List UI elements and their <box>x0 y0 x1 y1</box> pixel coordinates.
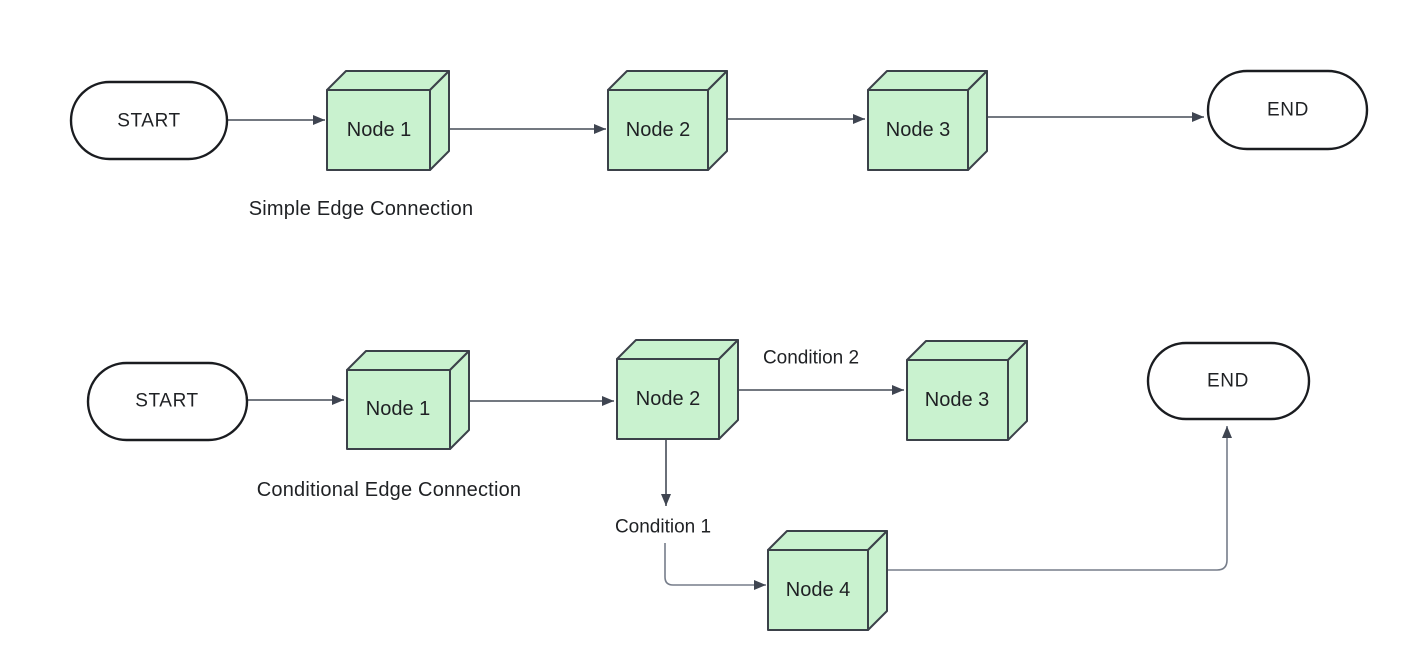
cube-front-face <box>867 89 969 171</box>
edge-node4-to-end <box>887 426 1232 571</box>
diagram-title: Conditional Edge Connection <box>256 479 522 501</box>
node-label: Node 3 <box>885 119 951 141</box>
node3-cube-shape <box>906 340 1028 441</box>
cube-top-face <box>867 70 988 91</box>
end-terminal-label: END <box>1267 99 1309 121</box>
cube-top-face <box>346 350 470 371</box>
cube-top-face <box>767 530 888 551</box>
cube-front-face <box>616 358 720 440</box>
node3-cube-shape <box>867 70 988 171</box>
end-terminal-label: END <box>1207 370 1249 392</box>
node1-cube-shape <box>346 350 470 450</box>
node4-cube-shape <box>767 530 888 631</box>
cube-right-face <box>707 70 728 171</box>
conditional-flow-edges <box>248 385 1232 590</box>
node-label: Node 1 <box>365 398 431 420</box>
diagram-title: Simple Edge Connection <box>248 198 474 220</box>
node2-cube-shape <box>607 70 728 171</box>
cube-right-face <box>429 70 450 171</box>
node2-cube-shape <box>616 339 739 440</box>
edge-condition-label: Condition 2 <box>762 347 860 369</box>
start-terminal-shape <box>86 361 249 442</box>
cube-right-face <box>718 339 739 440</box>
edge-condition-label: Condition 1 <box>614 516 712 538</box>
cube-top-face <box>607 70 728 91</box>
start-terminal-label: START <box>135 390 199 412</box>
cube-top-face <box>616 339 739 360</box>
cube-top-face <box>326 70 450 91</box>
cube-front-face <box>326 89 431 171</box>
conditional-flow-shapes <box>86 339 1311 631</box>
node-label: Node 2 <box>625 119 691 141</box>
node-label: Node 4 <box>785 579 851 601</box>
node1-cube-shape <box>326 70 450 171</box>
cube-top-face <box>906 340 1028 361</box>
cube-front-face <box>346 369 451 450</box>
cube-right-face <box>967 70 988 171</box>
cube-front-face <box>906 359 1009 441</box>
edge-condition1-to-node4 <box>664 543 766 590</box>
cube-right-face <box>867 530 888 631</box>
node-label: Node 1 <box>346 119 412 141</box>
start-terminal-shape <box>69 80 229 161</box>
simple-flow-edges <box>228 112 1204 134</box>
node-label: Node 3 <box>924 389 990 411</box>
cube-right-face <box>1007 340 1028 441</box>
simple-flow-shapes <box>69 69 1369 171</box>
node-label: Node 2 <box>635 388 701 410</box>
end-terminal-shape <box>1206 69 1369 151</box>
cube-front-face <box>767 549 869 631</box>
cube-front-face <box>607 89 709 171</box>
start-terminal-label: START <box>117 110 181 132</box>
end-terminal-shape <box>1146 341 1311 421</box>
